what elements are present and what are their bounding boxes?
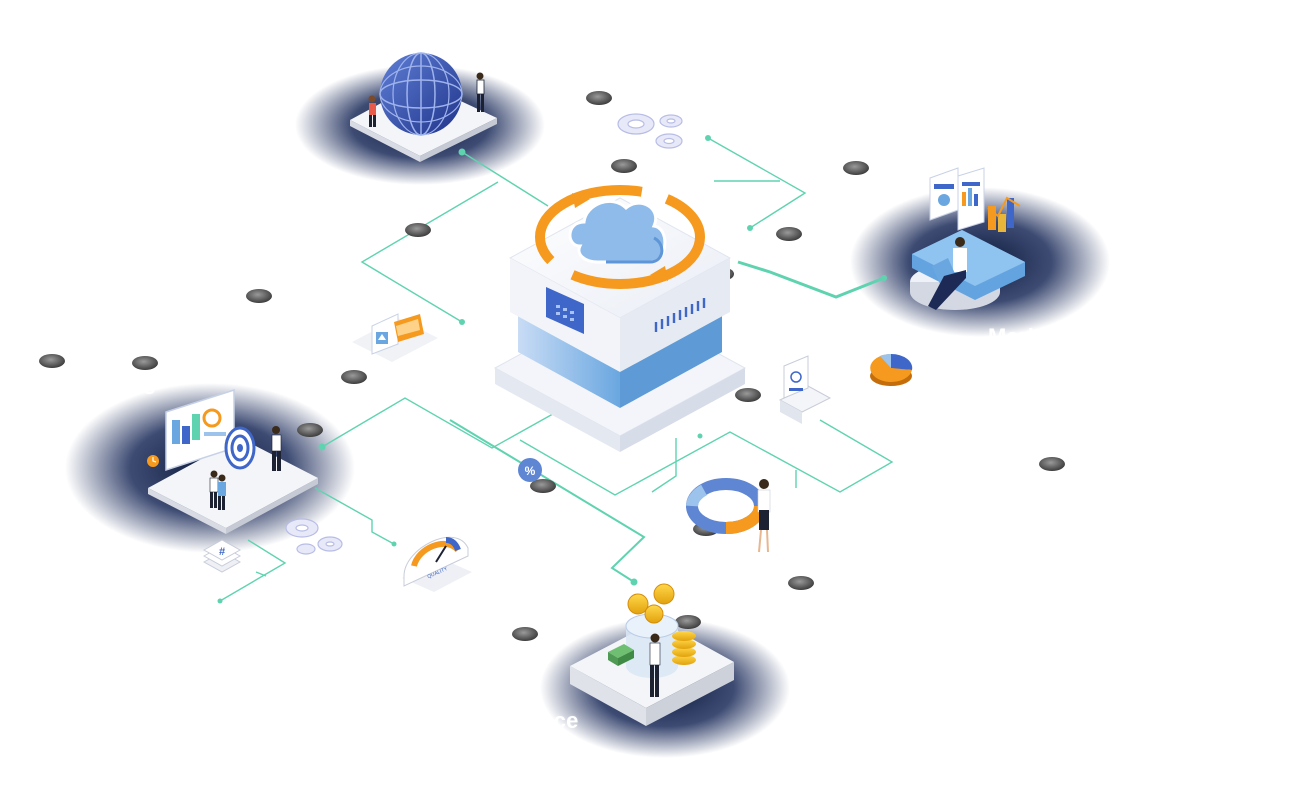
circuit-line [255, 571, 267, 577]
svg-text:#: # [219, 546, 225, 558]
sales-label[interactable]: Sales [97, 374, 156, 399]
circuit-node [217, 598, 223, 604]
circuit-line [707, 137, 807, 229]
coin-icon [627, 583, 675, 624]
person-figure [368, 95, 376, 127]
person-figure [271, 426, 282, 471]
gears-icon [285, 518, 343, 555]
circuit-node [697, 433, 703, 439]
operations-platform[interactable] [350, 52, 497, 162]
decor-dot [39, 354, 65, 368]
svg-text:%: % [525, 464, 536, 478]
donut-chart-icon [686, 478, 766, 534]
circuit-line [651, 438, 677, 493]
decor-dot [341, 370, 367, 384]
operations-label-line2: Logistics [231, 46, 330, 71]
operations-logistics-label[interactable]: Operations & Logistics [231, 14, 372, 74]
decor-dot [776, 227, 802, 241]
finance-label[interactable]: Finance [494, 708, 579, 733]
cash-stack-icon [608, 644, 634, 666]
person-figure [476, 72, 485, 112]
circuit-line [449, 419, 646, 583]
person-figure [757, 479, 771, 553]
finance-platform[interactable] [570, 583, 734, 726]
laptop-icon [778, 355, 832, 424]
hashtag-icon: # [202, 539, 242, 573]
decor-dot [246, 289, 272, 303]
circuit-nodes [217, 135, 887, 604]
circuit-line [321, 397, 561, 449]
decor-dot [843, 161, 869, 175]
globe-icon [379, 52, 463, 136]
circuit-line [737, 260, 885, 299]
decor-dot [611, 159, 637, 173]
circuit-node [459, 319, 465, 325]
circuit-line [360, 181, 499, 323]
circuit-lines [219, 137, 894, 602]
percent-badge: % [518, 458, 542, 482]
decor-dot [132, 356, 158, 370]
circuit-node [630, 578, 638, 586]
decor-dot [735, 388, 761, 402]
decor-dot [586, 91, 612, 105]
sales-platform[interactable] [147, 388, 318, 534]
operations-label-line1: Operations & [231, 16, 372, 41]
clock-icon [147, 455, 159, 467]
decor-dot [512, 627, 538, 641]
cloud-sync-icon [535, 185, 705, 289]
dashboard-icon [929, 167, 1021, 232]
person-figure [209, 470, 226, 510]
coin-stack-icon [672, 631, 696, 665]
central-hub[interactable] [493, 185, 747, 452]
marketing-label[interactable]: Marketing [988, 324, 1094, 349]
circuit-line [314, 487, 395, 545]
marketing-platform[interactable] [910, 167, 1025, 310]
circuit-node [747, 225, 753, 231]
target-icon [224, 426, 256, 470]
person-figure [928, 237, 967, 310]
decor-dot [1039, 457, 1065, 471]
person-figure [649, 633, 661, 697]
decor-dot [405, 223, 431, 237]
circuit-node [318, 443, 326, 451]
circuit-line [219, 539, 287, 602]
hub-vents [654, 298, 706, 332]
circuit-node [458, 148, 466, 156]
decor-dot [297, 423, 323, 437]
pie-chart-icon [870, 353, 913, 386]
gears-icon [617, 113, 683, 149]
decor-dot [788, 576, 814, 590]
decor-dot [675, 615, 701, 629]
decorative-dots [39, 91, 1065, 641]
circuit-node [705, 135, 711, 141]
circuit-node [391, 541, 397, 547]
circuit-line [519, 419, 894, 496]
circuit-line [461, 151, 549, 207]
circuit-node [881, 275, 887, 281]
quality-gauge-icon: QUALITY [402, 536, 472, 592]
decor-dot [530, 479, 556, 493]
folder-icon [352, 313, 438, 362]
